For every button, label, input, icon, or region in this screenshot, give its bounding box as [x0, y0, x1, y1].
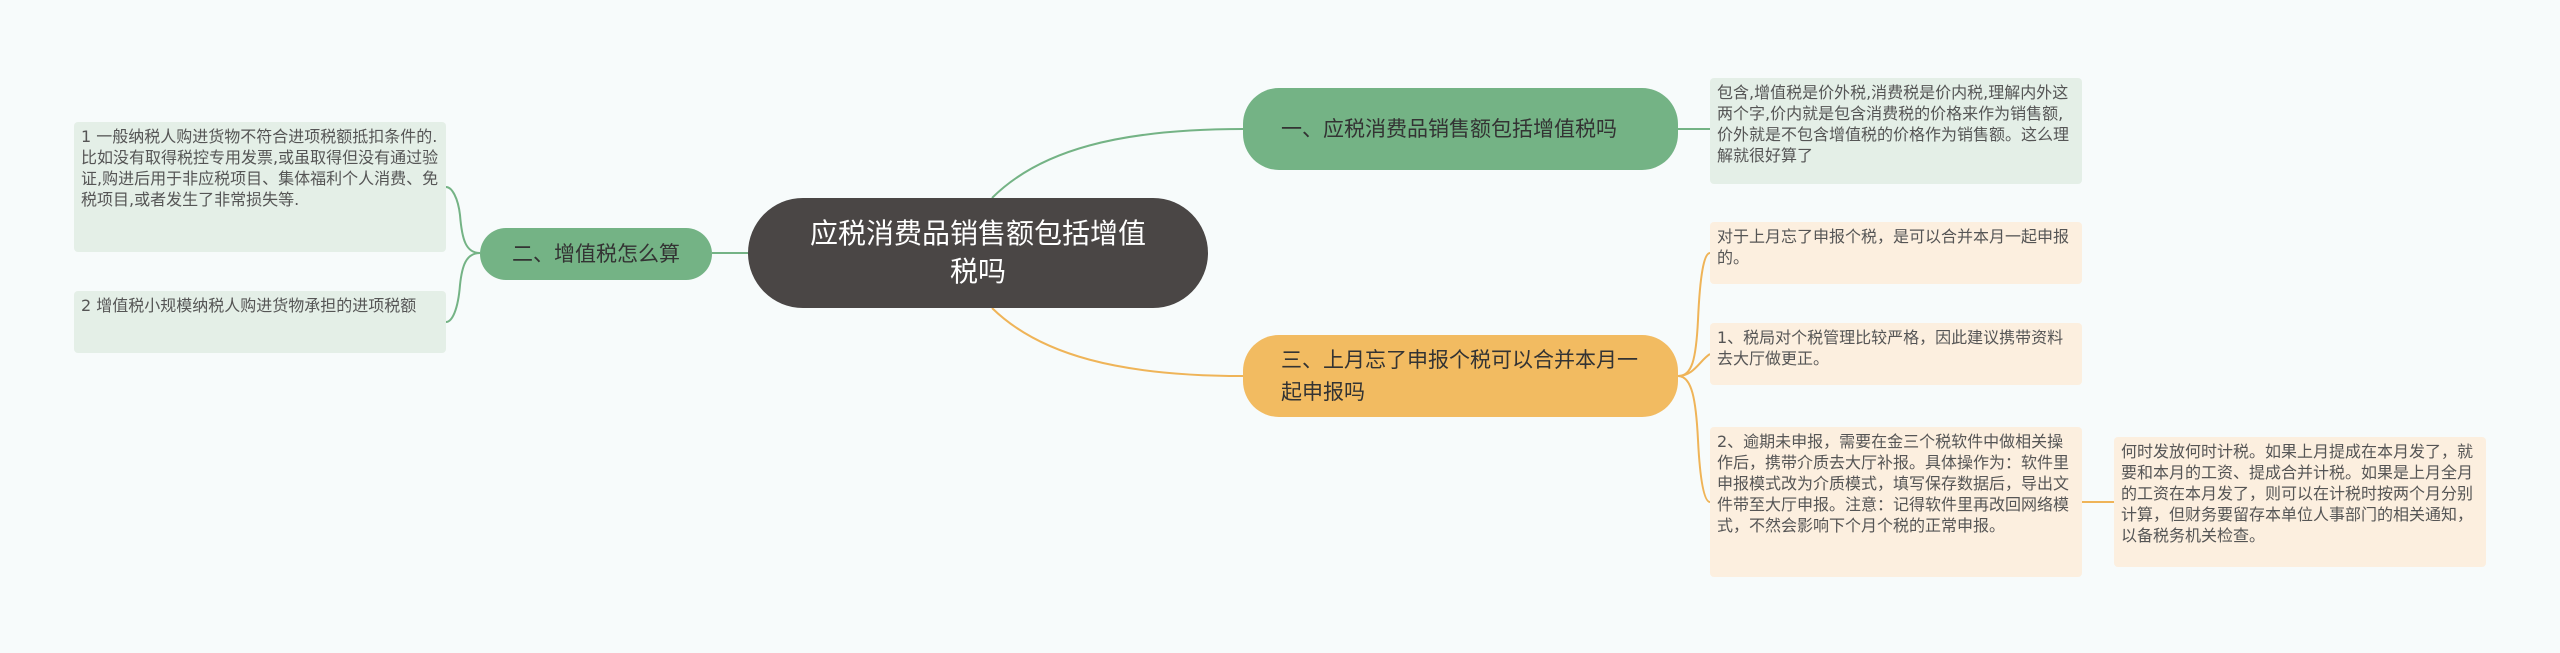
root-label: 应税消费品销售额包括增值税吗 — [809, 217, 1146, 288]
root-node[interactable]: 应税消费品销售额包括增值税吗 — [748, 198, 1208, 308]
link-root-branch1 — [991, 128, 1244, 199]
leaf-node-merge-filing[interactable]: 对于上月忘了申报个税，是可以合并本月一起申报的。 — [1710, 222, 2082, 284]
branch-label: 二、增值税怎么算 — [512, 242, 680, 266]
link-branch3-leaf6 — [1677, 375, 1711, 503]
branch-node-vat-included[interactable]: 一、应税消费品销售额包括增值税吗 — [1243, 88, 1678, 170]
leaf-text: 1、税局对个税管理比较严格，因此建议携带资料去大厅做更正。 — [1717, 328, 2064, 368]
branch-node-tax-filing[interactable]: 三、上月忘了申报个税可以合并本月一起申报吗 — [1243, 335, 1678, 417]
leaf-text: 对于上月忘了申报个税，是可以合并本月一起申报的。 — [1717, 227, 2070, 267]
link-root-branch3 — [991, 307, 1244, 377]
leaf-node-small-scale-taxpayer[interactable]: 2 增值税小规模纳税人购进货物承担的进项税额 — [74, 291, 446, 353]
link-branch2-leaf2 — [445, 186, 481, 254]
leaf-text: 包含,增值税是价外税,消费税是价内税,理解内外这两个字,价内就是包含消费税的价格… — [1717, 83, 2070, 165]
leaf-node-vat-explanation[interactable]: 包含,增值税是价外税,消费税是价内税,理解内外这两个字,价内就是包含消费税的价格… — [1710, 78, 2082, 184]
leaf-node-payment-timing[interactable]: 何时发放何时计税。如果上月提成在本月发了，就要和本月的工资、提成合并计税。如果是… — [2114, 437, 2486, 567]
branch-label: 一、应税消费品销售额包括增值税吗 — [1281, 117, 1617, 141]
leaf-text: 1 一般纳税人购进货物不符合进项税额抵扣条件的.比如没有取得税控专用发票,或虽取… — [81, 127, 439, 209]
leaf-text: 2、逾期未申报，需要在金三个税软件中做相关操作后，携带介质去大厅补报。具体操作为… — [1717, 432, 2070, 535]
leaf-node-general-taxpayer[interactable]: 1 一般纳税人购进货物不符合进项税额抵扣条件的.比如没有取得税控专用发票,或虽取… — [74, 122, 446, 252]
link-branch2-leaf3 — [445, 252, 481, 323]
link-branch3-leaf4 — [1677, 252, 1711, 377]
leaf-text: 何时发放何时计税。如果上月提成在本月发了，就要和本月的工资、提成合并计税。如果是… — [2121, 442, 2474, 545]
branch-label: 三、上月忘了申报个税可以合并本月一起申报吗 — [1281, 348, 1638, 404]
leaf-node-hall-correction[interactable]: 1、税局对个税管理比较严格，因此建议携带资料去大厅做更正。 — [1710, 323, 2082, 385]
leaf-text: 2 增值税小规模纳税人购进货物承担的进项税额 — [81, 296, 417, 315]
branch-node-vat-calculation[interactable]: 二、增值税怎么算 — [480, 228, 712, 280]
link-branch3-leaf5 — [1677, 353, 1711, 377]
leaf-node-overdue-filing[interactable]: 2、逾期未申报，需要在金三个税软件中做相关操作后，携带介质去大厅补报。具体操作为… — [1710, 427, 2082, 577]
